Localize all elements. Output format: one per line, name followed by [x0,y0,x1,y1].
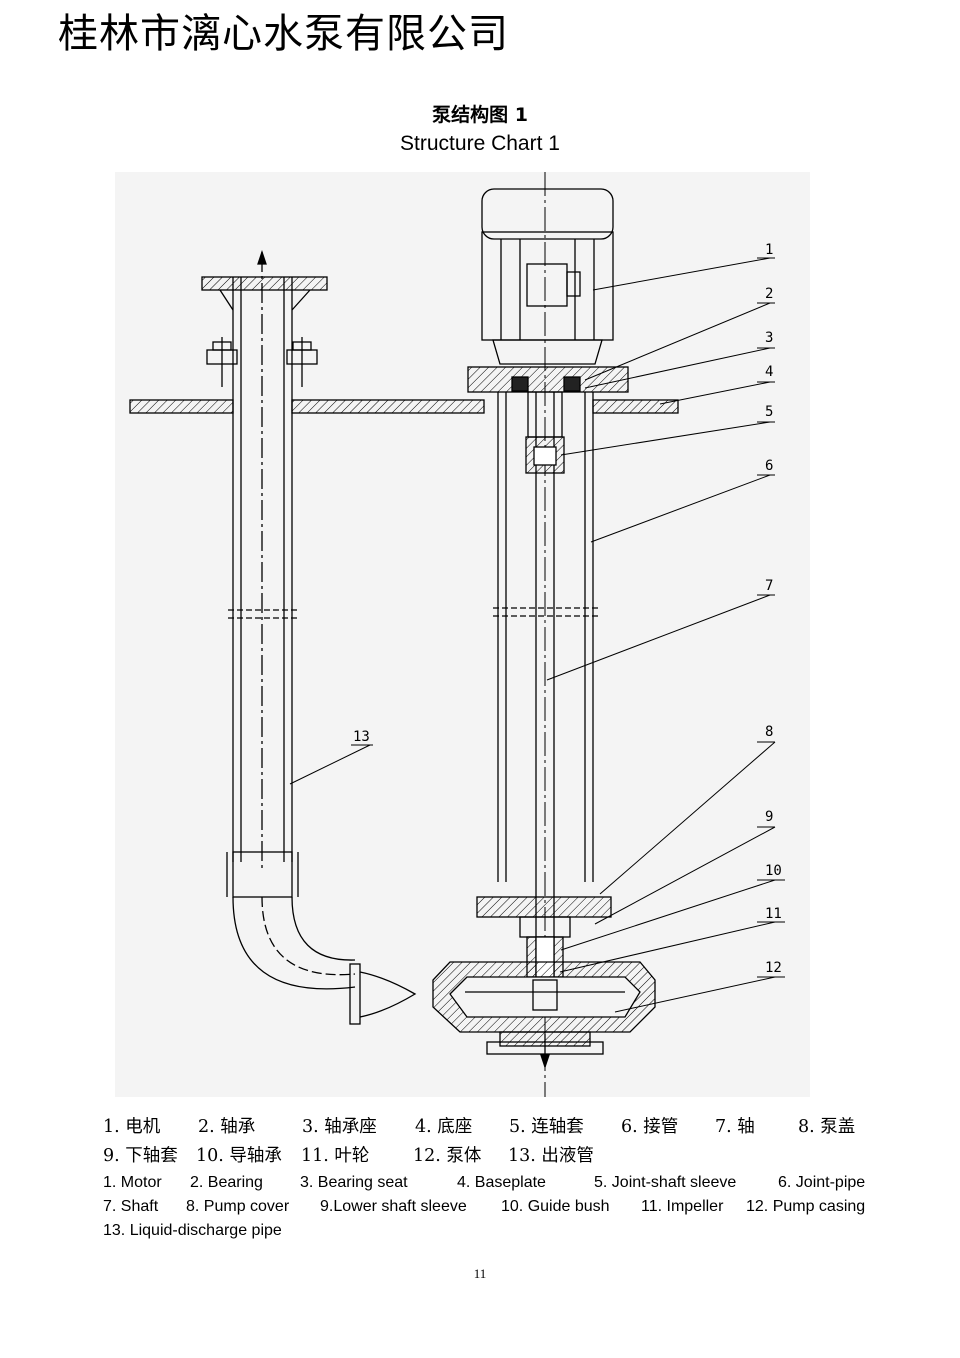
legend-cn-item: 1. 电机 [103,1117,161,1137]
legend-en-item: 6. Joint-pipe [778,1174,866,1191]
legend-cn-item: 4. 底座 [415,1117,473,1137]
pump-casing [432,961,656,1070]
legend-en-item: 12. Pump casing [746,1198,866,1215]
figure-title-cn: 泵结构图 1 [432,104,528,126]
legend-cn-item: 7. 轴 [715,1117,755,1137]
legend-cn-item: 13. 出液管 [508,1146,594,1166]
callout-13: 13 [353,729,370,745]
legend-en-item: 11. Impeller [641,1198,724,1215]
legend-cn-item: 10. 导轴承 [196,1146,282,1166]
callout-6: 6 [765,458,773,474]
callout-9: 9 [765,809,773,825]
legend-en-item: 13. Liquid-discharge pipe [103,1222,282,1239]
pump-structure-drawing: 1 2 3 4 5 6 7 8 9 10 11 12 13 [115,172,810,1097]
callout-7: 7 [765,578,773,594]
legend-en-item: 8. Pump cover [186,1198,290,1215]
page-number: 11 [473,1266,487,1281]
legend-cn-item: 8. 泵盖 [798,1117,856,1137]
legend-en-item: 4. Baseplate [457,1174,546,1191]
callout-4: 4 [765,364,773,380]
legend-cn-item: 9. 下轴套 [103,1146,178,1166]
legend-en-item: 9.Lower shaft sleeve [320,1198,467,1215]
legend-cn-item: 6. 接管 [621,1117,679,1137]
callout-3: 3 [765,330,773,346]
motor [481,188,614,365]
shaft [525,172,565,1097]
legend-cn-item: 2. 轴承 [198,1117,256,1137]
legend-en-item: 3. Bearing seat [300,1174,408,1191]
callout-2: 2 [765,286,773,302]
legend-en-item: 5. Joint-shaft sleeve [594,1174,737,1191]
callout-8: 8 [765,724,773,740]
figure-title-en: Structure Chart 1 [400,132,560,155]
legend-cn-item: 5. 连轴套 [509,1117,584,1137]
legend-en-item: 7. Shaft [103,1198,159,1215]
company-name: 桂林市漓心水泵有限公司 [58,11,509,57]
callout-12: 12 [765,960,782,976]
legend-en-item: 10. Guide bush [501,1198,610,1215]
callout-11: 11 [765,906,782,922]
callout-5: 5 [765,404,773,420]
baseplate [129,366,679,414]
legend-cn-item: 12. 泵体 [413,1146,482,1166]
legend-en-item: 2. Bearing [190,1174,263,1191]
callout-leaders [289,257,785,1013]
callout-10: 10 [765,863,782,879]
joint-pipe [493,392,599,882]
discharge-pipe [226,249,417,1025]
discharge-flange [201,276,328,387]
legend-en-item: 1. Motor [103,1174,162,1191]
legend-cn-item: 3. 轴承座 [302,1117,377,1137]
callout-1: 1 [765,242,773,258]
legend-cn-item: 11. 叶轮 [301,1146,370,1166]
